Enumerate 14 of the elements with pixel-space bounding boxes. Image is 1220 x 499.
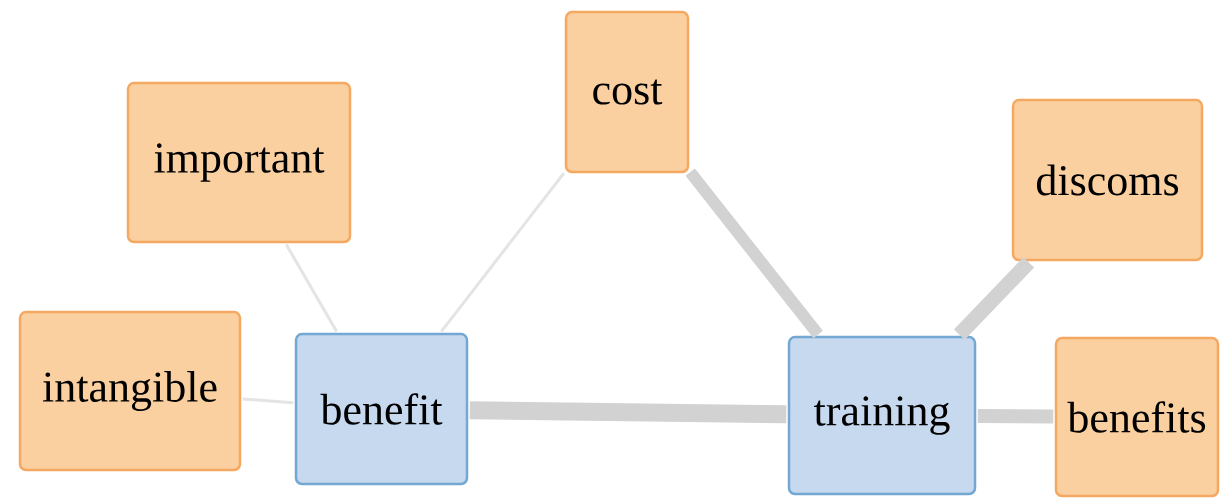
connector xyxy=(685,168,823,339)
connector xyxy=(469,401,787,424)
keyword-box: benefit xyxy=(294,332,469,486)
connector xyxy=(953,257,1035,340)
connector xyxy=(977,409,1054,424)
connector xyxy=(285,243,338,333)
keyword-box: discoms xyxy=(1011,98,1204,262)
keyword-box: cost xyxy=(564,10,690,174)
keyword-box: benefits xyxy=(1054,336,1220,498)
connector xyxy=(242,397,294,405)
keyword-box: intangible xyxy=(18,310,242,472)
connector xyxy=(440,172,566,333)
keyword-box: important xyxy=(126,81,352,244)
keyword-box: training xyxy=(787,335,977,496)
